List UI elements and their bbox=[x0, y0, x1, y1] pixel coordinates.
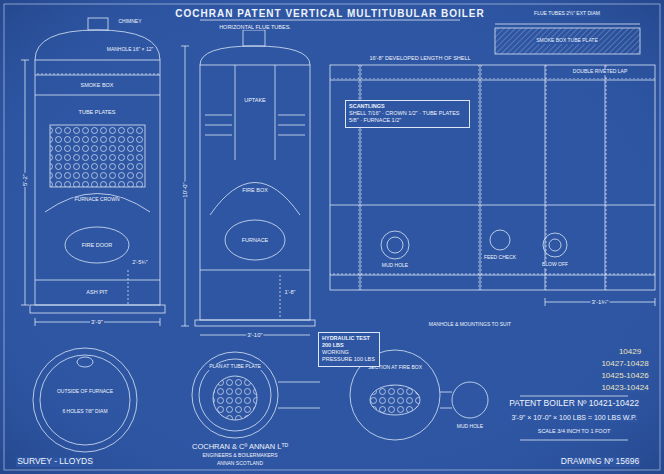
drawing-label: HORIZONTAL FLUE TUBES. bbox=[218, 24, 292, 30]
drawing-label: MUD HOLE bbox=[456, 424, 484, 430]
drawing-label: PATENT BOILER Nº 10421-10422 bbox=[508, 399, 640, 409]
drawing-label: ANNAN SCOTLAND bbox=[216, 461, 264, 467]
drawing-label: FURNACE bbox=[241, 237, 270, 243]
drawing-label: DOUBLE RIVETED LAP bbox=[572, 69, 628, 75]
drawing-label: MANHOLE & MOUNTINGS TO SUIT bbox=[428, 322, 512, 328]
drawing-label: OUTSIDE OF FURNACE bbox=[56, 389, 114, 395]
drawing-label: 3'-1¾" bbox=[591, 299, 610, 306]
schedule-table: SCANTLINGSSHELL 7/16" · CROWN 1/2" · TUB… bbox=[345, 100, 470, 128]
table-text: SCANTLINGS bbox=[349, 103, 466, 110]
drawing-label: 1'-8" bbox=[284, 289, 297, 295]
drawing-label: SMOKE BOX bbox=[79, 82, 114, 88]
drawing-label: 10429 bbox=[618, 347, 642, 356]
drawing-label: BLOW OFF bbox=[541, 262, 569, 268]
drawing-label: 3'-9" × 10'-0" × 100 LBS = 100 LBS W.P. bbox=[510, 414, 637, 422]
drawing-label: ASH PIT bbox=[85, 289, 108, 295]
drawing-label: PLAN AT TUBE PLATE bbox=[208, 364, 262, 370]
drawing-label: UPTAKE bbox=[243, 97, 267, 103]
drawing-label: ENGINEERS & BOILERMAKERS bbox=[201, 453, 278, 459]
drawing-label: 10'-0" bbox=[182, 181, 189, 198]
drawing-label: CHIMNEY bbox=[117, 19, 142, 25]
drawing-label: FIRE DOOR bbox=[81, 242, 114, 248]
drawing-label: FIRE BOX bbox=[241, 187, 269, 193]
drawing-label: TUBE PLATES bbox=[78, 109, 117, 115]
drawing-label: 3'-10" bbox=[246, 332, 263, 339]
drawing-label: FURNACE CROWN bbox=[74, 197, 121, 203]
table-text: SHELL 7/16" · CROWN 1/2" · TUBE PLATES 5… bbox=[349, 110, 466, 124]
table-text: HYDRAULIC TEST 200 LBS bbox=[322, 335, 376, 349]
drawing-label: 5'-2" bbox=[22, 173, 29, 187]
drawing-label: FLUE TUBES 2½" EXT DIAM bbox=[533, 11, 601, 17]
drawing-label: 3'-9" bbox=[90, 319, 104, 326]
drawing-label: MANHOLE 16" × 12" bbox=[106, 47, 155, 53]
drawing-label: 2'-5¾" bbox=[131, 259, 149, 265]
drawing-label: SURVEY - LLOYDS bbox=[16, 457, 94, 467]
drawing-label: FEED CHECK bbox=[483, 255, 517, 261]
drawing-label: SCALE 3/4 INCH TO 1 FOOT bbox=[537, 428, 612, 434]
drawing-label: 16'-8" DEVELOPED LENGTH OF SHELL bbox=[368, 55, 471, 61]
schedule-table: HYDRAULIC TEST 200 LBSWORKING PRESSURE 1… bbox=[318, 332, 380, 367]
drawing-label: MUD HOLE bbox=[381, 263, 409, 269]
drawing-label: 10423-10424 bbox=[600, 383, 649, 392]
drawing-label: 6 HOLES 7/8" DIAM bbox=[61, 409, 108, 415]
drawing-title: COCHRAN PATENT VERTICAL MULTITUBULAR BOI… bbox=[172, 8, 487, 19]
drawing-label: DRAWING Nº 15696 bbox=[560, 457, 640, 467]
drawing-label: 10425-10426 bbox=[600, 371, 649, 380]
drawing-label: SMOKE BOX TUBE PLATE bbox=[535, 38, 599, 44]
drawing-label: 10427-10428 bbox=[600, 359, 649, 368]
table-text: WORKING PRESSURE 100 LBS bbox=[322, 349, 376, 363]
drawing-label: COCHRAN & Cº ANNAN Lᵀᴰ bbox=[191, 443, 289, 452]
